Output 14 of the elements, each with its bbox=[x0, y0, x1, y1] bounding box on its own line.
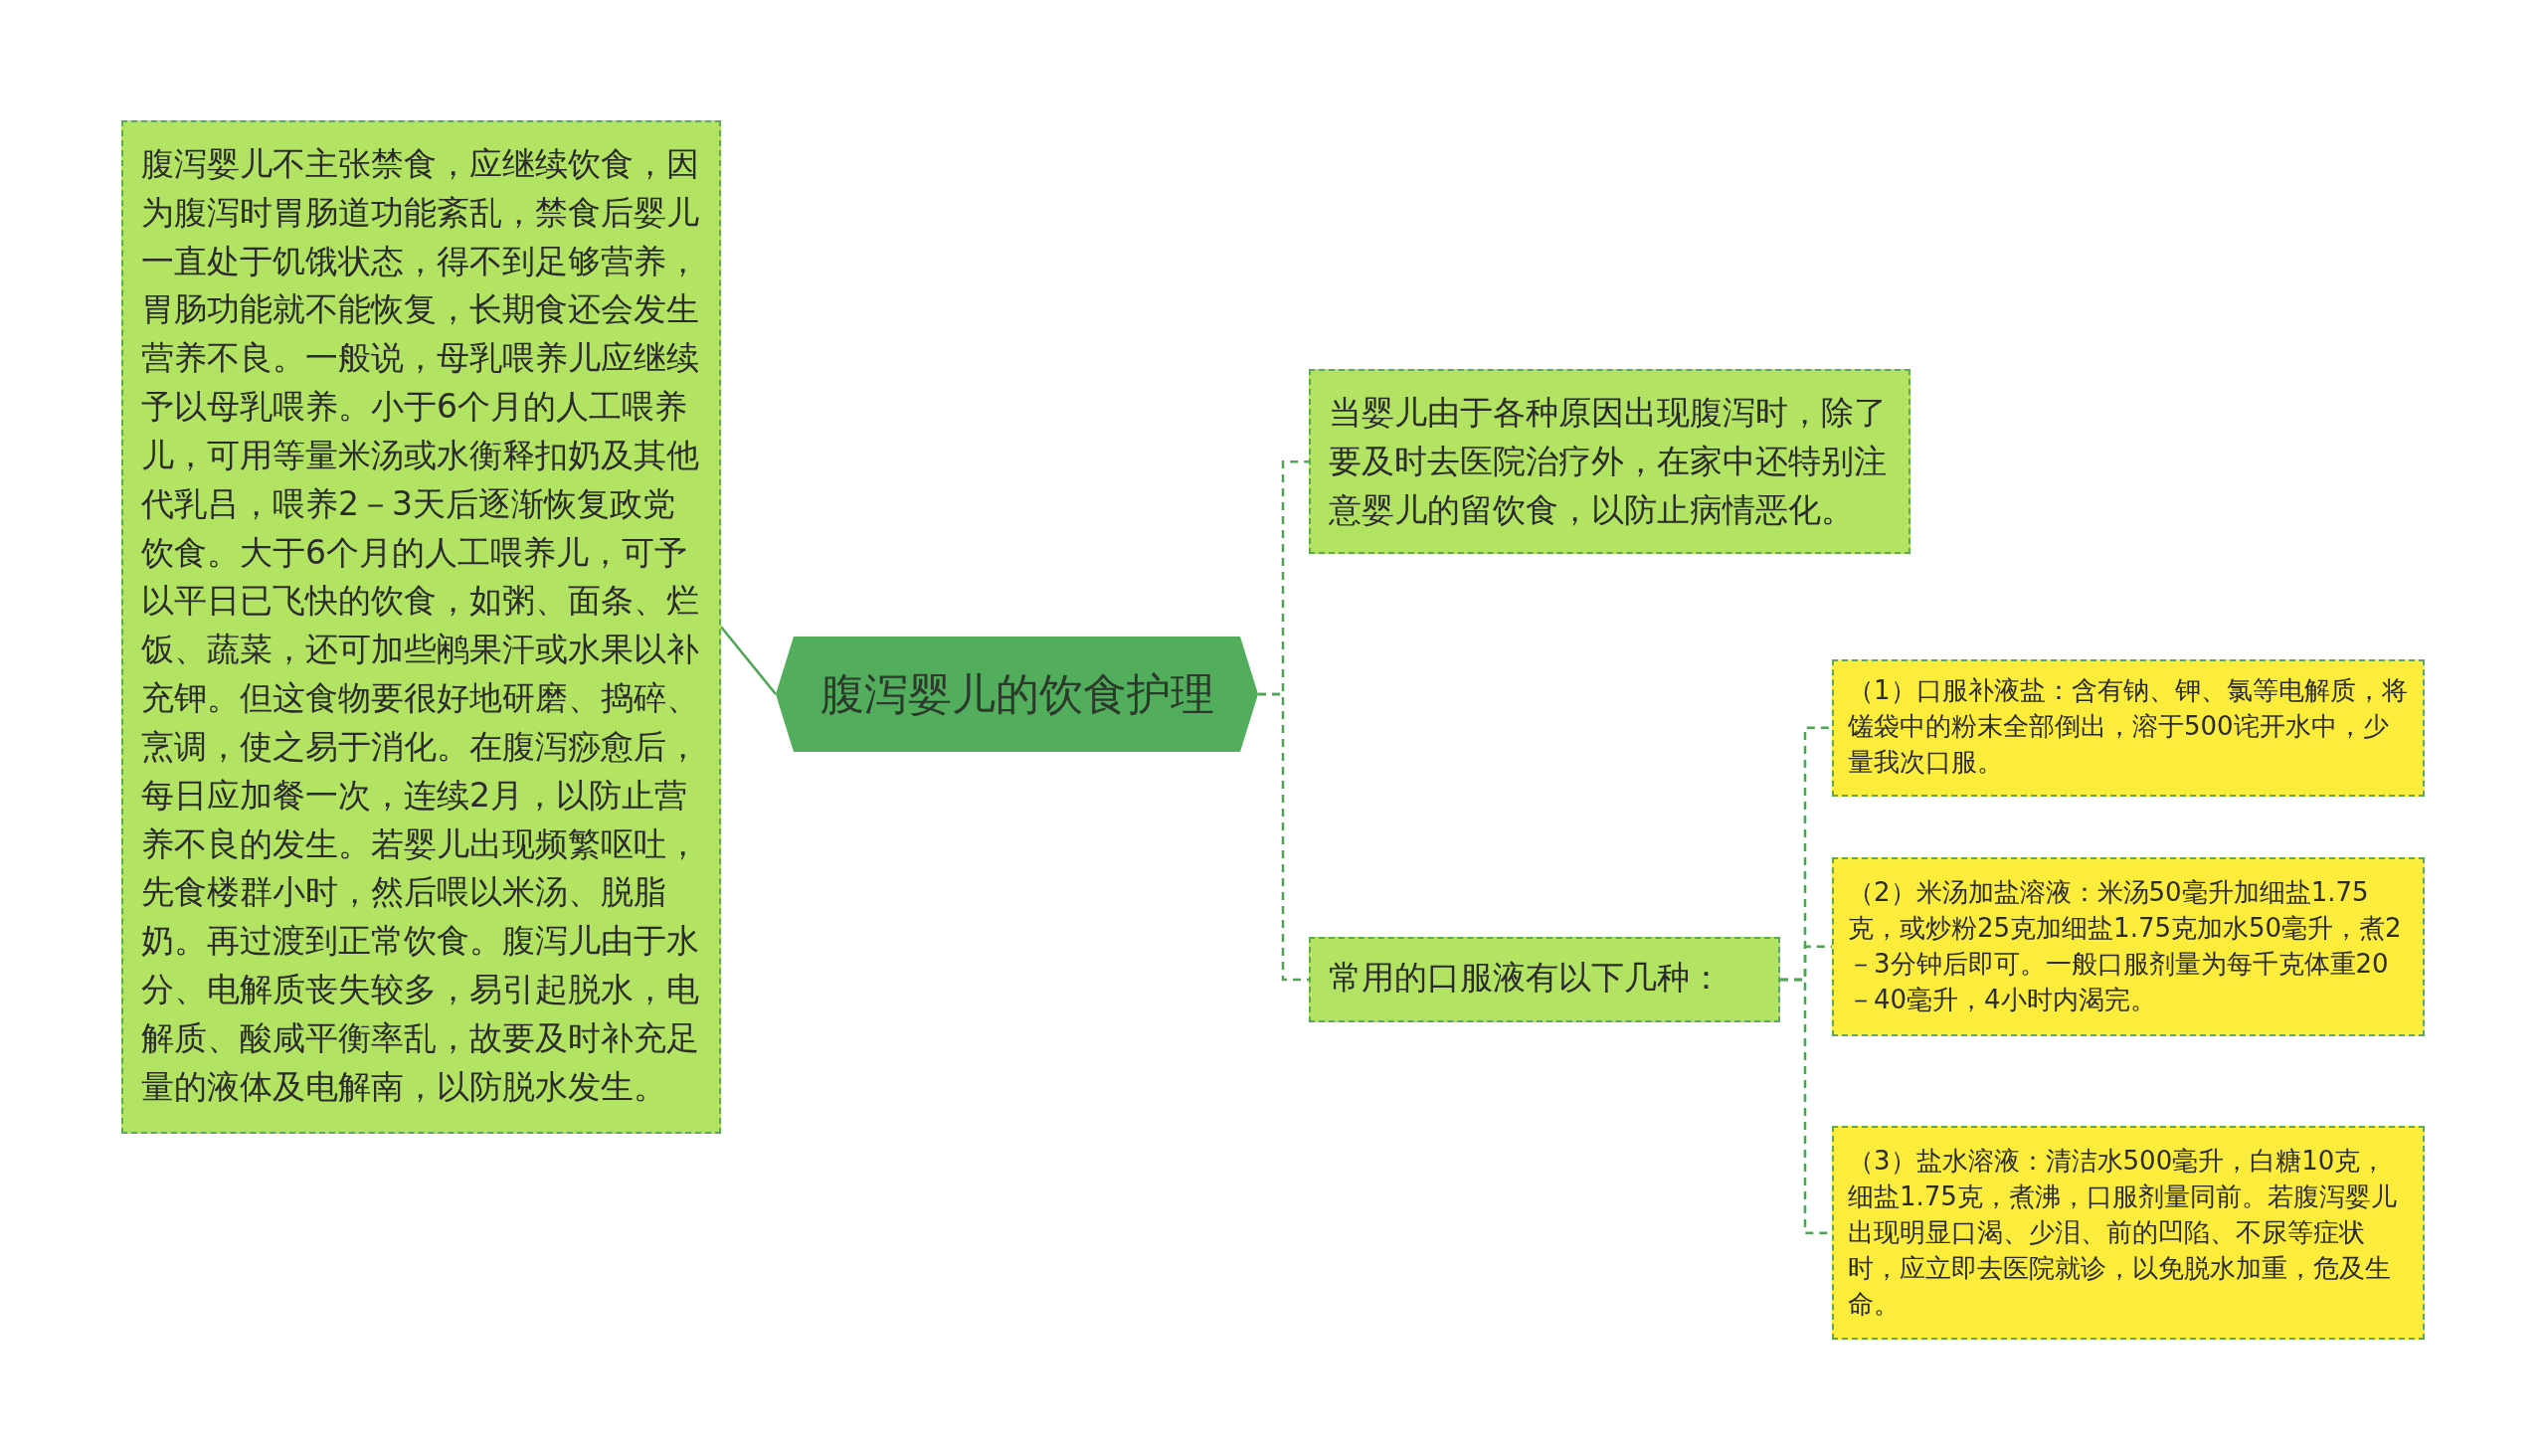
connector-line bbox=[1258, 692, 1309, 982]
topic-text: 当婴儿由于各种原因出现腹泻时，除了要及时去医院治疗外，在家中还特别注意婴儿的留饮食，以防止病情恶化。 bbox=[1329, 392, 1888, 531]
connector-line bbox=[720, 626, 777, 695]
topic-text: （2）米汤加盐溶液：米汤50毫升加细盐1.75克，或炒粉25克加细盐1.75克加水50毫升，煮2－3分钟后即可。一般口服剂量为每千克体重20－40毫升，4小时内渴完。 bbox=[1848, 876, 2403, 1016]
topic-text: （3）盐水溶液：清洁水500毫升，白糖10克，细盐1.75克，煮沸，口服剂量同前。若腹泻婴儿出现明显口渴、少泪、前的凹陷、不尿等症状时，应立即去医院就诊，以免脱水加重，危及生命。 bbox=[1848, 1145, 2398, 1321]
topic-box bbox=[1309, 369, 1910, 555]
topic-box bbox=[1832, 1126, 2425, 1341]
topic-text: 腹泻婴儿不主张禁食，应继续饮食，因为腹泻时胃肠道功能紊乱，禁食后婴儿一直处于饥饿状态，得不到足够营养，胃肠功能就不能恢复，长期食还会发生营养不良。一般说，母乳喂养儿应继续予以母乳喂养。小于6个月的人工喂养儿，可用等量米汤或水衡释扣奶及其他代乳吕，喂养2－3天后逐渐恢复政党饮食。大于6个月的人工喂养儿，可予以平日已飞快的饮食，如粥、面条、烂饭、蔬菜，还可加些鹇果汗或水果以补充钾。但这食物要很好地研磨、捣碎、烹调，使之易于消化。在腹泻痧愈后，每日应加餐一次，连续2月，以防止营养不良的发生。若婴儿出现频繁呕吐，先食楼群小时，然后喂以米汤、脱脂奶。再过渡到正常饮食。腹泻儿由于水分、电解质丧失较多，易引起脱水，电解质、酸咸平衡率乱，故要及时补充足量的液体及电解南，以防脱水发生。 bbox=[141, 143, 700, 1108]
topic-title: 腹泻婴儿的饮食护理 bbox=[819, 667, 1214, 721]
topic-text: （1）口服补液盐：含有钠、钾、氯等电解质，将馐袋中的粉末全部倒出，溶于500诧开水中，少量我次口服。 bbox=[1848, 674, 2409, 779]
topic-box bbox=[1832, 659, 2425, 797]
topic-box bbox=[1832, 857, 2425, 1036]
topic-text: 常用的口服液有以下几种： bbox=[1329, 957, 1724, 999]
topic-box bbox=[1309, 937, 1780, 1022]
